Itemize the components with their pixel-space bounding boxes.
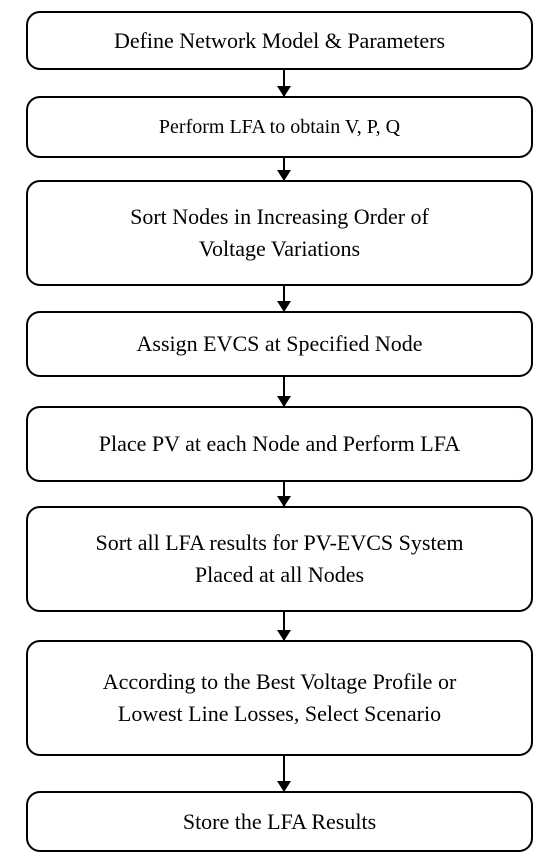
step-assign-evcs: Assign EVCS at Specified Node — [26, 311, 533, 377]
flow-arrow — [277, 612, 291, 641]
step-text-line-2: Placed at all Nodes — [194, 562, 365, 587]
step-text: Place PV at each Node and Perform LFA — [98, 431, 461, 457]
step-text: Assign EVCS at Specified Node — [136, 331, 423, 357]
flow-arrow — [277, 377, 291, 407]
step-select-scenario: According to the Best Voltage Profile or… — [26, 640, 533, 756]
step-text-line-2: Voltage Variations — [198, 236, 361, 261]
step-text: Define Network Model & Parameters — [113, 27, 446, 53]
step-text-line-1: According to the Best Voltage Profile or — [102, 669, 457, 695]
step-perform-lfa: Perform LFA to obtain V, P, Q — [26, 96, 533, 158]
step-store-results: Store the LFA Results — [26, 791, 533, 852]
step-text: Store the LFA Results — [182, 808, 377, 834]
step-text: Perform LFA to obtain V, P, Q — [158, 115, 401, 138]
flow-arrow — [277, 286, 291, 312]
flow-arrow — [277, 70, 291, 97]
step-text-line-2: Lowest Line Losses, Select Scenario — [117, 701, 442, 726]
step-sort-nodes: Sort Nodes in Increasing Order of Voltag… — [26, 180, 533, 286]
step-sort-lfa-results: Sort all LFA results for PV-EVCS System … — [26, 506, 533, 612]
step-place-pv: Place PV at each Node and Perform LFA — [26, 406, 533, 482]
flow-arrow — [277, 756, 291, 792]
step-define-network: Define Network Model & Parameters — [26, 11, 533, 70]
step-text-line-1: Sort all LFA results for PV-EVCS System — [95, 530, 464, 556]
flow-arrow — [277, 482, 291, 507]
flow-arrow — [277, 158, 291, 181]
step-text-line-1: Sort Nodes in Increasing Order of — [130, 204, 429, 230]
